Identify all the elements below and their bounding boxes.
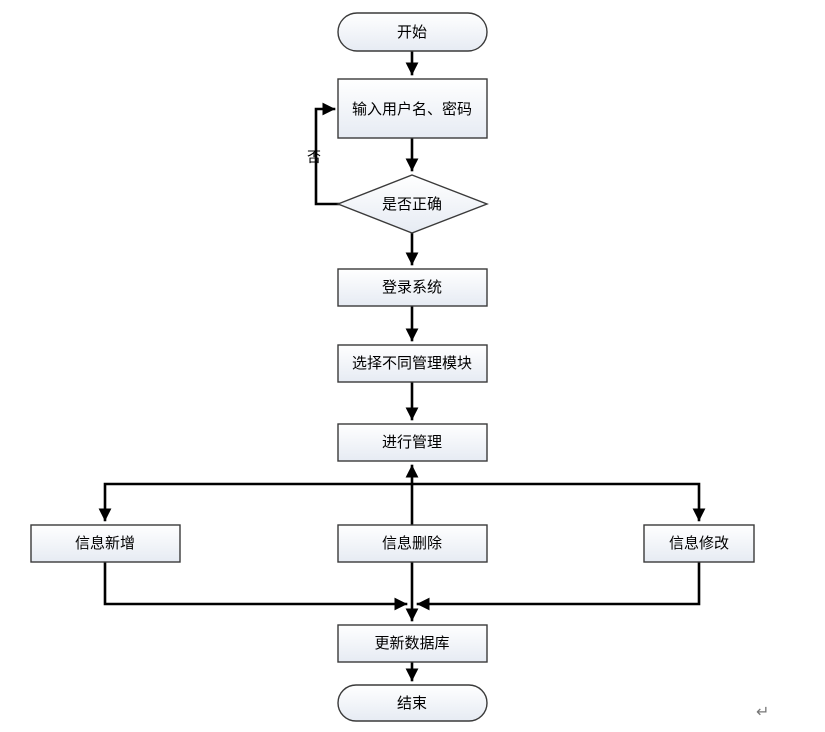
- node-start-label: 开始: [397, 23, 427, 41]
- edge-branch-modify: [410, 482, 706, 522]
- node-start: 开始: [337, 12, 488, 52]
- edge-add-update: [103, 561, 408, 611]
- edge-label-no: 否: [307, 150, 321, 166]
- node-input-label: 输入用户名、密码: [352, 100, 472, 118]
- edge-branch-add: [98, 482, 414, 522]
- node-check: 是否正确: [336, 174, 489, 234]
- node-input: 输入用户名、密码: [337, 78, 488, 139]
- paragraph-return-icon: ↵: [756, 702, 770, 721]
- node-manage: 进行管理: [337, 423, 488, 462]
- node-login-label: 登录系统: [382, 278, 442, 296]
- node-end: 结束: [337, 684, 488, 722]
- node-login: 登录系统: [337, 268, 488, 307]
- node-delete-label: 信息删除: [382, 534, 442, 552]
- edge-check-no-loop: [314, 102, 340, 206]
- node-manage-label: 进行管理: [382, 433, 442, 451]
- node-select: 选择不同管理模块: [337, 344, 488, 383]
- node-update: 更新数据库: [337, 624, 488, 663]
- node-add-label: 信息新增: [75, 534, 135, 552]
- node-check-label: 是否正确: [382, 195, 442, 213]
- node-select-label: 选择不同管理模块: [352, 354, 472, 372]
- edge-modify-update: [416, 561, 701, 611]
- node-delete: 信息删除: [337, 524, 488, 563]
- node-modify-label: 信息修改: [669, 534, 729, 552]
- node-modify: 信息修改: [643, 524, 755, 563]
- node-add: 信息新增: [30, 524, 181, 563]
- edges: 否: [98, 50, 706, 682]
- node-end-label: 结束: [397, 694, 427, 712]
- node-update-label: 更新数据库: [374, 634, 449, 652]
